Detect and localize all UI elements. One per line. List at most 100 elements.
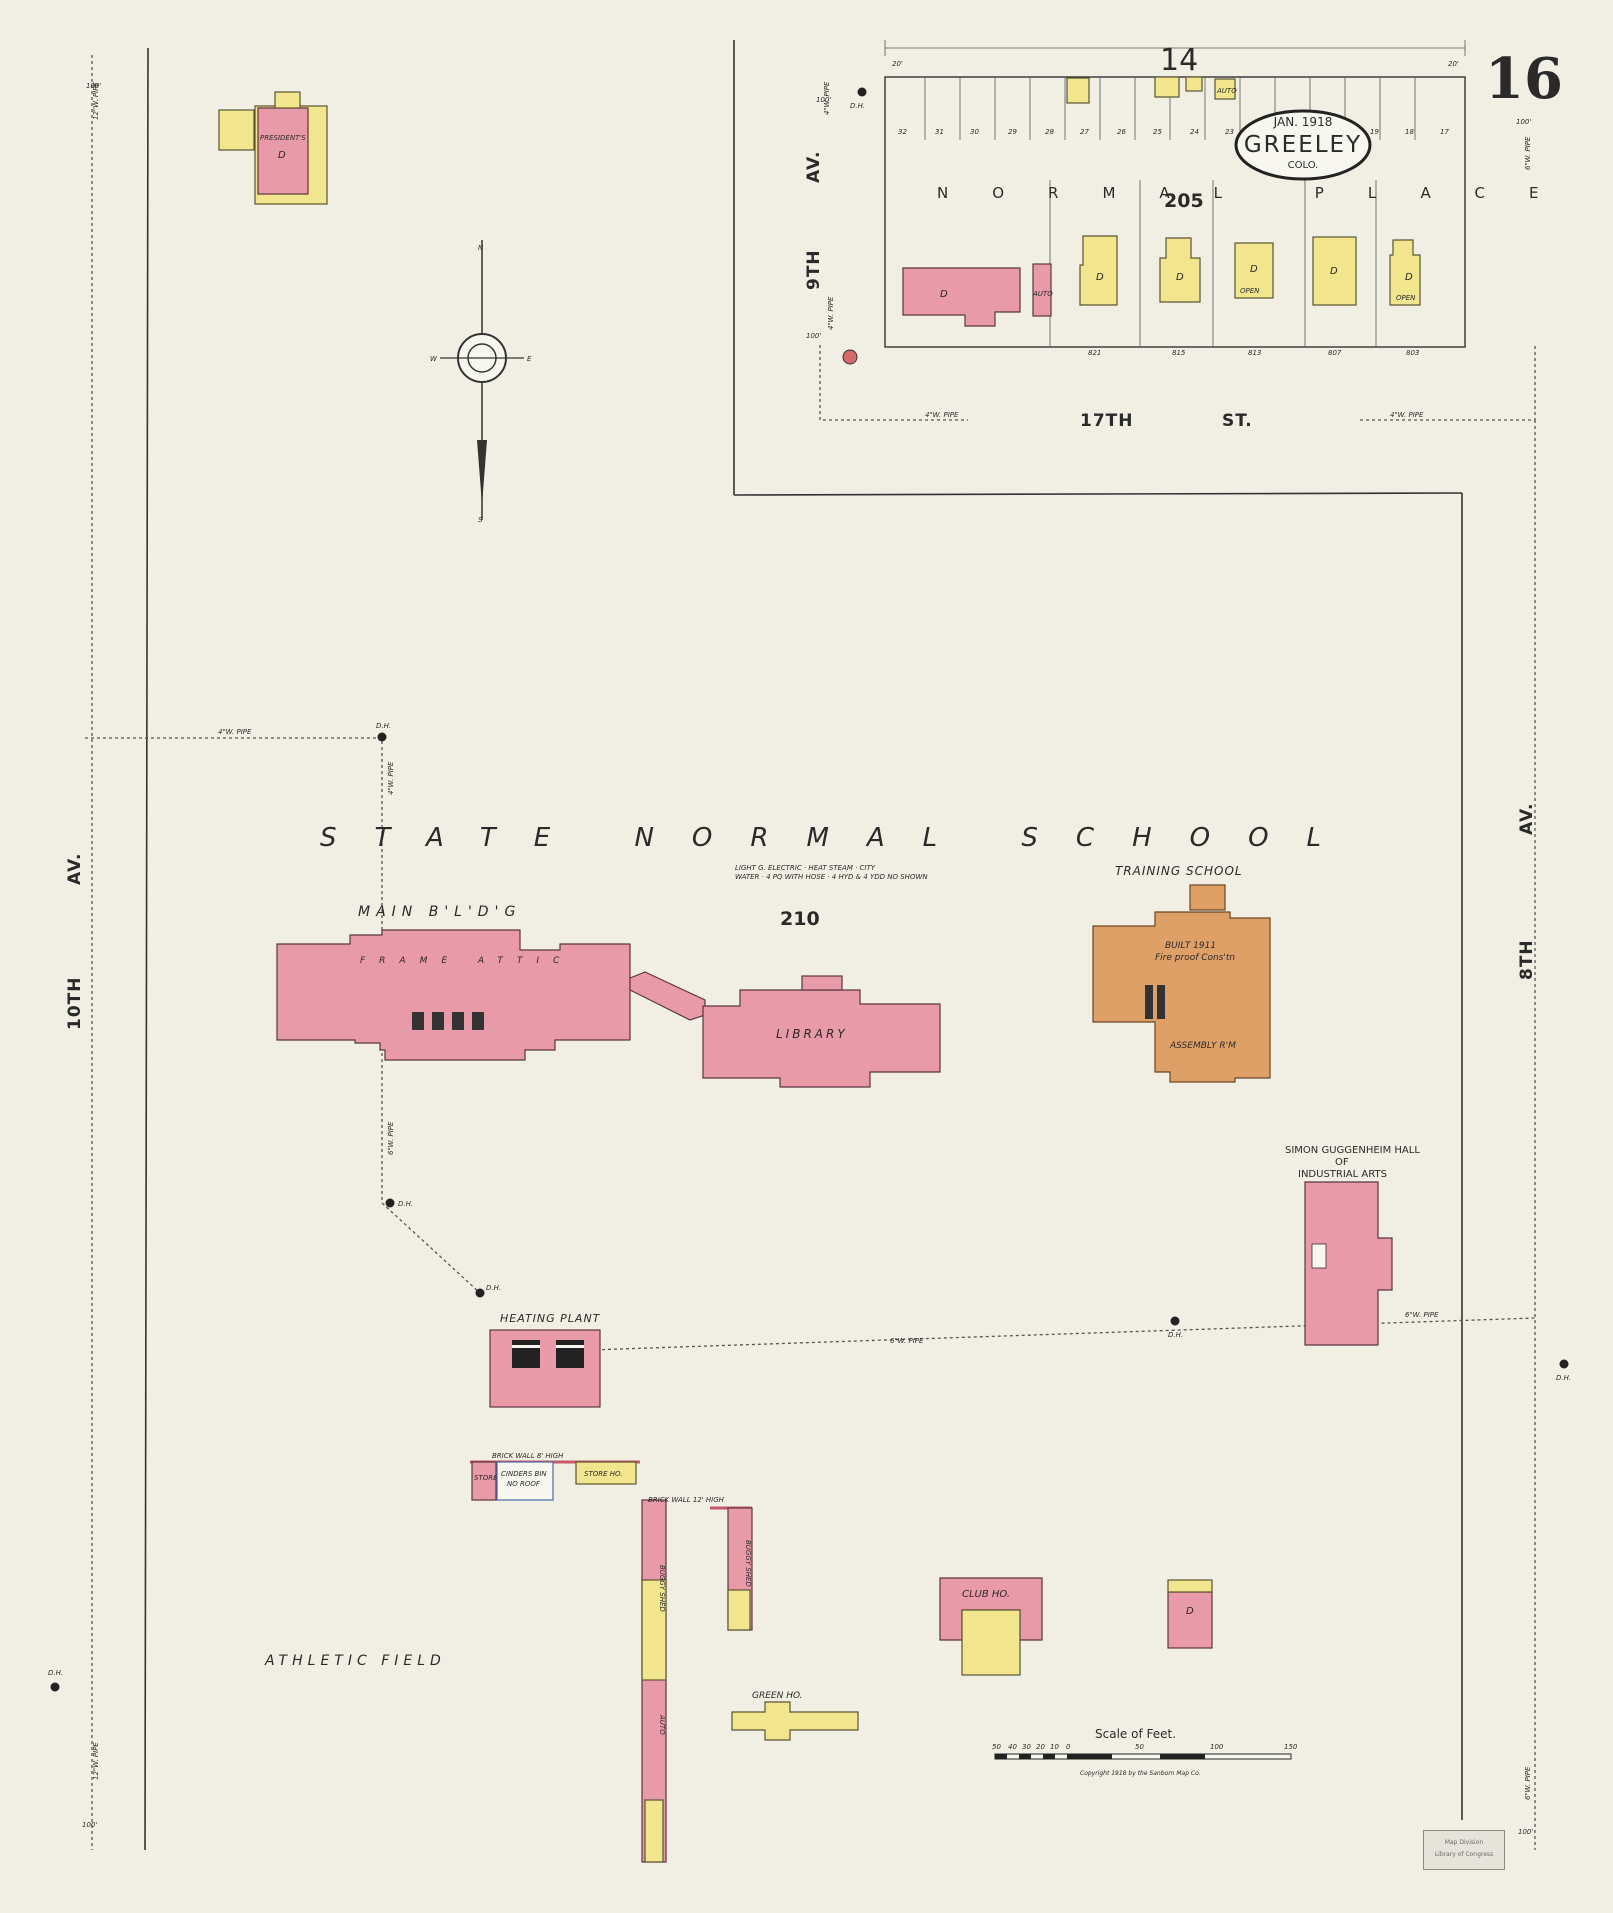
title-cartouche xyxy=(1234,109,1372,181)
compass-pointer xyxy=(477,440,487,505)
scale-tick: 40 xyxy=(1008,1743,1017,1751)
pipe-label: 4"W. PIPE xyxy=(218,728,252,736)
compass-e: E xyxy=(527,355,532,363)
guggenheim-label-1: SIMON GUGGENHEIM HALL xyxy=(1285,1145,1420,1156)
club-house-label: CLUB HO. xyxy=(962,1589,1010,1600)
stamp-line-1: Map Division xyxy=(1444,1839,1484,1846)
fireproof-label: Fire proof Cons'tn xyxy=(1155,953,1235,963)
stair-marker xyxy=(412,1012,424,1030)
shed-frame-bottom xyxy=(644,1799,664,1863)
pipe-label: 6"W. PIPE xyxy=(1524,1766,1532,1800)
buggy-shed-label: BUGGY SHED xyxy=(658,1565,666,1612)
club-house-frame xyxy=(961,1609,1021,1676)
auto-label: AUTO xyxy=(658,1714,666,1735)
dim-20-left: 20' xyxy=(892,60,903,68)
store-house xyxy=(575,1461,637,1485)
lot-number: 29 xyxy=(1008,128,1017,136)
stamp-line-2: Library of Congress xyxy=(1434,1851,1494,1858)
block-205-number: 205 xyxy=(1164,190,1204,212)
cinders-bin-label: CINDERS BIN xyxy=(501,1470,547,1478)
compass-w: W xyxy=(430,355,438,363)
scale-tick: 20 xyxy=(1036,1743,1045,1751)
training-school-tower xyxy=(1189,884,1226,911)
hydrant-label: D.H. xyxy=(48,1669,63,1677)
hydrant-marker xyxy=(50,1682,60,1692)
block-210-number: 210 xyxy=(780,908,820,930)
lot-number: 23 xyxy=(1225,128,1234,136)
dwelling-label: D xyxy=(278,150,286,161)
pipe-label: 4"W. PIPE xyxy=(387,761,395,795)
scale-frame xyxy=(994,1753,1292,1760)
brick-wall-12-label: BRICK WALL 12' HIGH xyxy=(648,1496,725,1504)
scale-segment xyxy=(1043,1754,1055,1759)
compass-rose: N W E S xyxy=(430,240,532,524)
hydrant-marker xyxy=(1559,1359,1569,1369)
lot-number: 18 xyxy=(1405,128,1414,136)
boiler-marker xyxy=(556,1340,584,1368)
dwelling-label: D xyxy=(1250,264,1258,275)
compass-s: S xyxy=(478,516,483,524)
tenth-av-label-a: AV. xyxy=(65,853,85,885)
pipe-label: 4"W. PIPE xyxy=(925,411,959,419)
dim-100: 100' xyxy=(86,82,101,90)
house-number: 821 xyxy=(1088,349,1101,357)
dwelling-label: D xyxy=(940,289,948,300)
frame-attic-label: FRAME ATTIC xyxy=(360,956,573,966)
lot-number: 30 xyxy=(970,128,979,136)
small-frame-outbuilding xyxy=(1185,76,1203,92)
title-state: COLO. xyxy=(1288,160,1319,171)
ninth-av-pipe-label: 4"W. PIPE xyxy=(827,296,835,330)
small-frame-outbuilding xyxy=(1154,76,1180,98)
dim-100: 100' xyxy=(1518,1828,1533,1836)
ninth-av-pipe-label: 4"W. PIPE xyxy=(823,81,831,115)
passage-way xyxy=(629,971,706,1021)
pipe-label: 12"W. PIPE xyxy=(92,1742,100,1780)
lot-number: 25 xyxy=(1153,128,1162,136)
scale-segment xyxy=(1067,1754,1112,1759)
seventeenth-st-label-b: ST. xyxy=(1222,411,1253,431)
hydrant-label: D.H. xyxy=(398,1200,413,1208)
dwelling-label: D xyxy=(1405,272,1413,283)
scale-tick: 150 xyxy=(1284,1743,1298,1751)
dwelling-label: D xyxy=(1176,272,1184,283)
campus-note-1: LIGHT G. ELECTRIC · HEAT STEAM · CITY xyxy=(735,864,876,872)
dwelling-821-brick xyxy=(902,267,1021,327)
athletic-field-label: ATHLETIC FIELD xyxy=(264,1653,446,1669)
heating-plant-label: HEATING PLANT xyxy=(500,1312,601,1325)
lot-number: 19 xyxy=(1370,128,1379,136)
library-label: LIBRARY xyxy=(776,1027,848,1041)
assembly-room-label: ASSEMBLY R'M xyxy=(1169,1041,1236,1051)
boiler-divider xyxy=(556,1345,584,1348)
auto-garage xyxy=(1032,263,1052,317)
dwelling-frame xyxy=(1234,242,1274,299)
dim-100: 100' xyxy=(816,96,831,104)
buggy-shed-frame xyxy=(641,1579,667,1681)
hydrant-marker xyxy=(857,87,867,97)
pipe-label: 6"W. PIPE xyxy=(1405,1311,1439,1319)
presidents-house xyxy=(257,107,309,195)
hydrant-label: D.H. xyxy=(1168,1331,1183,1339)
store-house-label: STORE HO. xyxy=(584,1470,622,1478)
hydrant-marker xyxy=(377,732,387,742)
auto-garage-top xyxy=(1214,78,1236,100)
dim-100: 100' xyxy=(806,332,821,340)
main-building xyxy=(276,929,631,1061)
title-date: JAN. 1918 xyxy=(1273,115,1333,129)
title-city: GREELEY xyxy=(1244,132,1362,158)
stair-marker xyxy=(1311,1243,1327,1269)
scale-segment xyxy=(995,1754,1007,1759)
campus-note-2: WATER · 4 PQ WITH HOSE · 4 HYD & 4 YDD N… xyxy=(735,873,928,881)
small-dwelling xyxy=(1167,1591,1213,1649)
pipe-17th-west xyxy=(819,345,968,421)
cinders-bin xyxy=(496,1461,554,1501)
hydrant-label: D.H. xyxy=(486,1284,501,1292)
presidents-house-label: PRESIDENT'S xyxy=(260,134,306,142)
guggenheim-label-2: OF xyxy=(1335,1157,1349,1168)
built-1911-label: BUILT 1911 xyxy=(1165,941,1216,951)
lot-number: 24 xyxy=(1190,128,1199,136)
training-school-building xyxy=(1092,911,1271,1083)
brick-wall-label: BRICK WALL 8' HIGH xyxy=(492,1452,564,1460)
scale-tick: 0 xyxy=(1066,1743,1071,1751)
lot-number: 32 xyxy=(898,128,907,136)
